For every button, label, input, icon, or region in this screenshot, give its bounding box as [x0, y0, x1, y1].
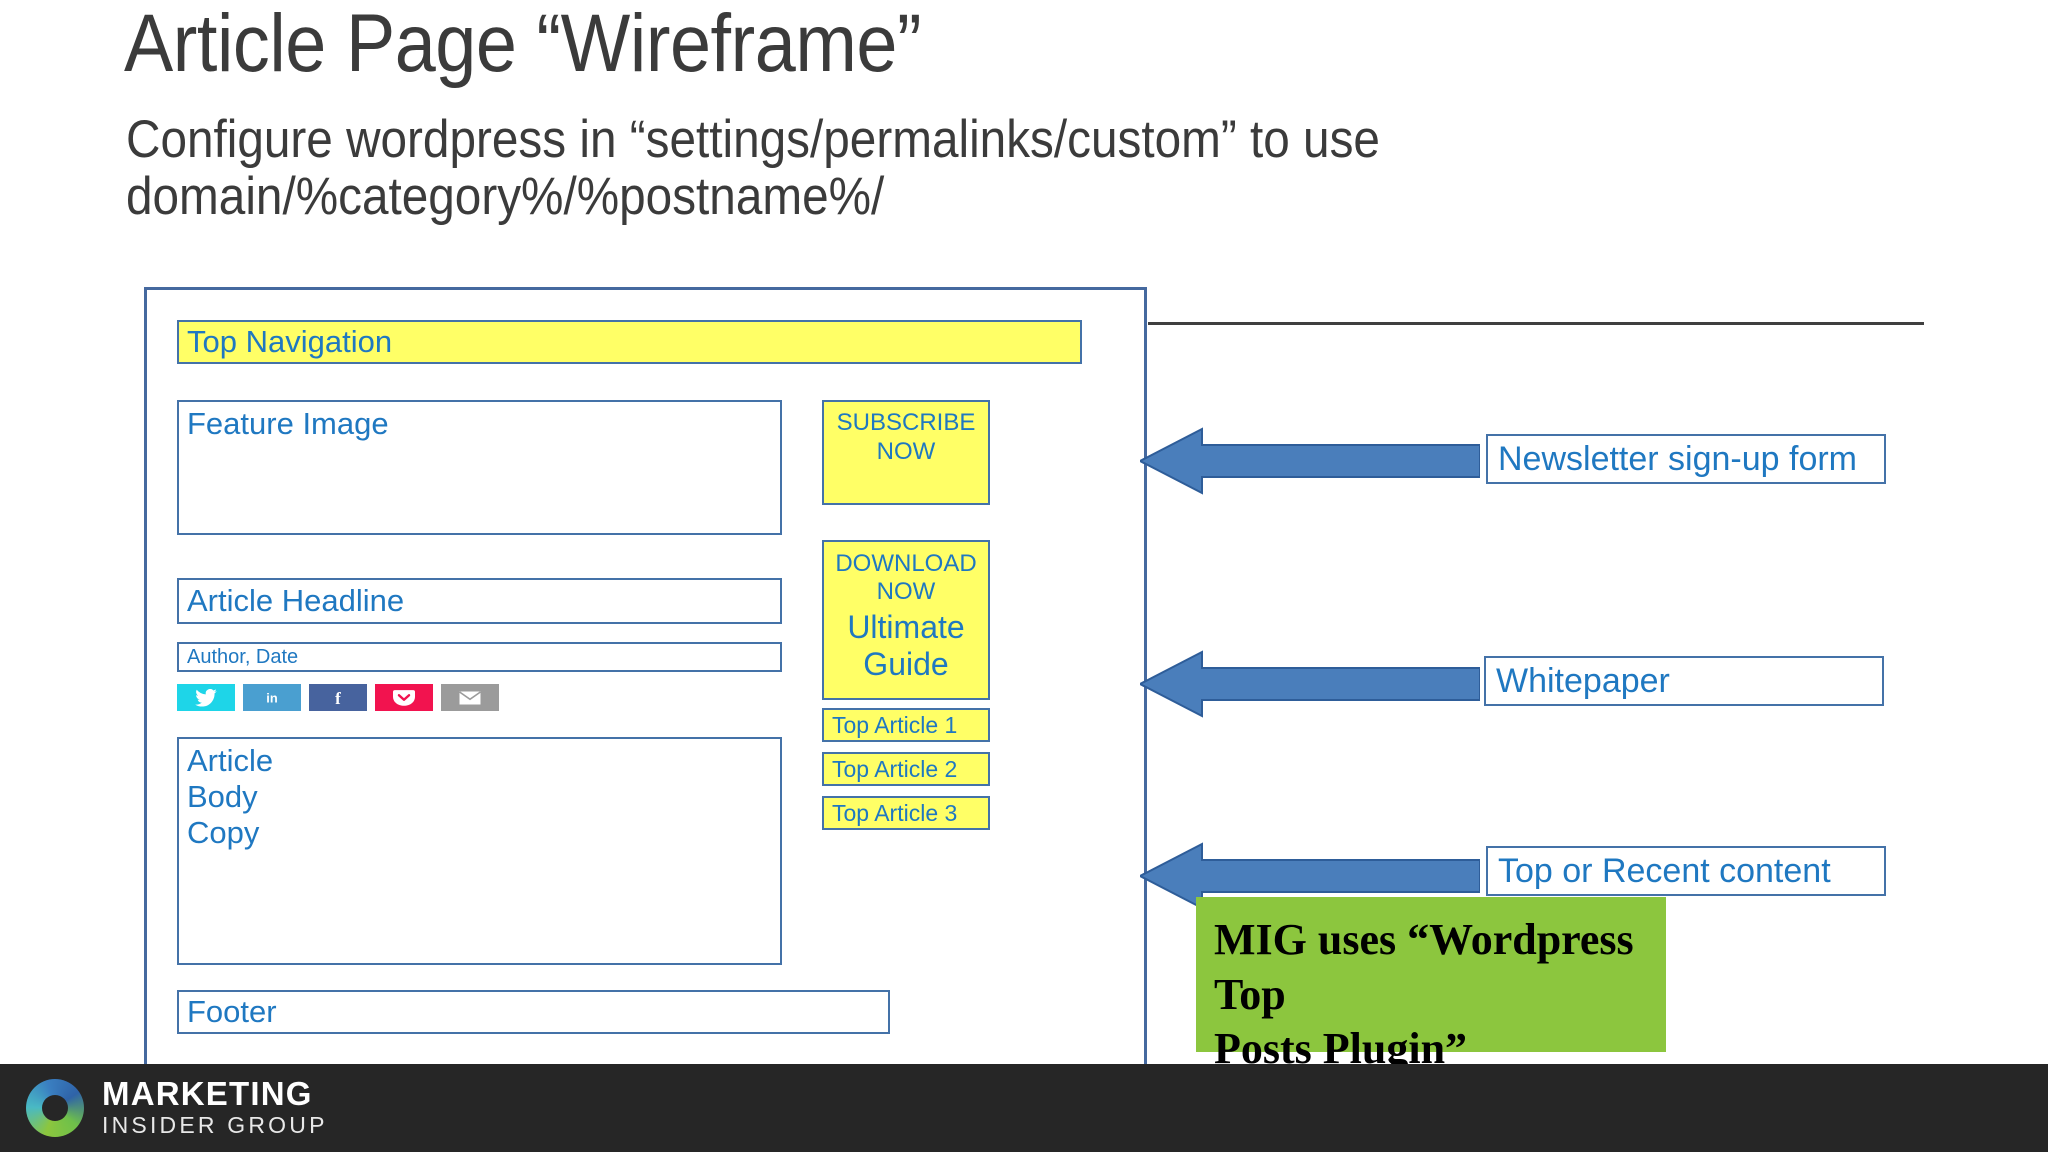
download-now-cta[interactable]: DOWNLOAD NOW Ultimate Guide [822, 540, 990, 700]
social-share-row: in f [177, 684, 499, 711]
top-article-1[interactable]: Top Article 1 [822, 708, 990, 742]
arrow-left-whitepaper-icon [1140, 648, 1480, 720]
callout-newsletter-signup[interactable]: Newsletter sign-up form [1486, 434, 1886, 484]
svg-text:in: in [266, 690, 278, 705]
arrow-left-newsletter-icon [1140, 425, 1480, 497]
mig-plugin-note: MIG uses “Wordpress Top Posts Plugin” [1196, 897, 1666, 1073]
callout-whitepaper-label: Whitepaper [1496, 661, 1670, 700]
top-article-1-label: Top Article 1 [832, 711, 958, 738]
mig-note-line-1: MIG uses “Wordpress Top [1214, 915, 1634, 1019]
page-title: Article Page “Wireframe” [124, 0, 922, 89]
brand-wordmark: MARKETING INSIDER GROUP [102, 1077, 328, 1138]
linkedin-icon[interactable]: in [243, 684, 301, 711]
email-icon[interactable] [441, 684, 499, 711]
top-article-2[interactable]: Top Article 2 [822, 752, 990, 786]
subscribe-now-label: SUBSCRIBE NOW [836, 409, 976, 466]
article-body-line-1: Article [187, 743, 274, 778]
wireframe-feature-image[interactable]: Feature Image [177, 400, 782, 535]
author-date-label: Author, Date [187, 645, 299, 668]
footer-label: Footer [187, 994, 277, 1029]
article-body-line-2: Body [187, 778, 258, 814]
callout-whitepaper[interactable]: Whitepaper [1484, 656, 1884, 706]
callout-newsletter-label: Newsletter sign-up form [1498, 439, 1858, 478]
brand-footer-bar: MARKETING INSIDER GROUP [0, 1064, 2048, 1152]
facebook-icon[interactable]: f [309, 684, 367, 711]
article-body-line-3: Copy [187, 814, 260, 850]
top-navigation-label: Top Navigation [187, 324, 393, 359]
logo-ring-hole [42, 1095, 68, 1121]
callout-top-recent-label: Top or Recent content [1498, 851, 1831, 890]
ultimate-guide-label: Ultimate Guide [847, 608, 965, 683]
top-article-3-label: Top Article 3 [832, 799, 958, 826]
divider-line [1148, 322, 1924, 325]
svg-text:f: f [335, 689, 341, 707]
wireframe-footer[interactable]: Footer [177, 990, 890, 1034]
wireframe-author-date[interactable]: Author, Date [177, 642, 782, 672]
feature-image-label: Feature Image [187, 406, 389, 441]
download-now-label: DOWNLOAD NOW [835, 550, 977, 606]
callout-top-recent-content[interactable]: Top or Recent content [1486, 846, 1886, 896]
wireframe-top-navigation[interactable]: Top Navigation [177, 320, 1082, 364]
article-headline-label: Article Headline [187, 583, 405, 618]
twitter-icon[interactable] [177, 684, 235, 711]
top-article-3[interactable]: Top Article 3 [822, 796, 990, 830]
top-article-2-label: Top Article 2 [832, 755, 958, 782]
marketing-insider-group-logo-icon [26, 1079, 84, 1137]
pocket-icon[interactable] [375, 684, 433, 711]
wireframe-article-body[interactable]: Article Body Copy [177, 737, 782, 965]
wireframe-article-headline[interactable]: Article Headline [177, 578, 782, 624]
brand-line-2: INSIDER GROUP [102, 1112, 328, 1139]
brand-line-1: MARKETING [102, 1075, 313, 1113]
subscribe-now-cta[interactable]: SUBSCRIBE NOW [822, 400, 990, 505]
page-subtitle: Configure wordpress in “settings/permali… [126, 110, 1380, 226]
wireframe-frame: Top Navigation Feature Image Article Hea… [144, 287, 1147, 1080]
